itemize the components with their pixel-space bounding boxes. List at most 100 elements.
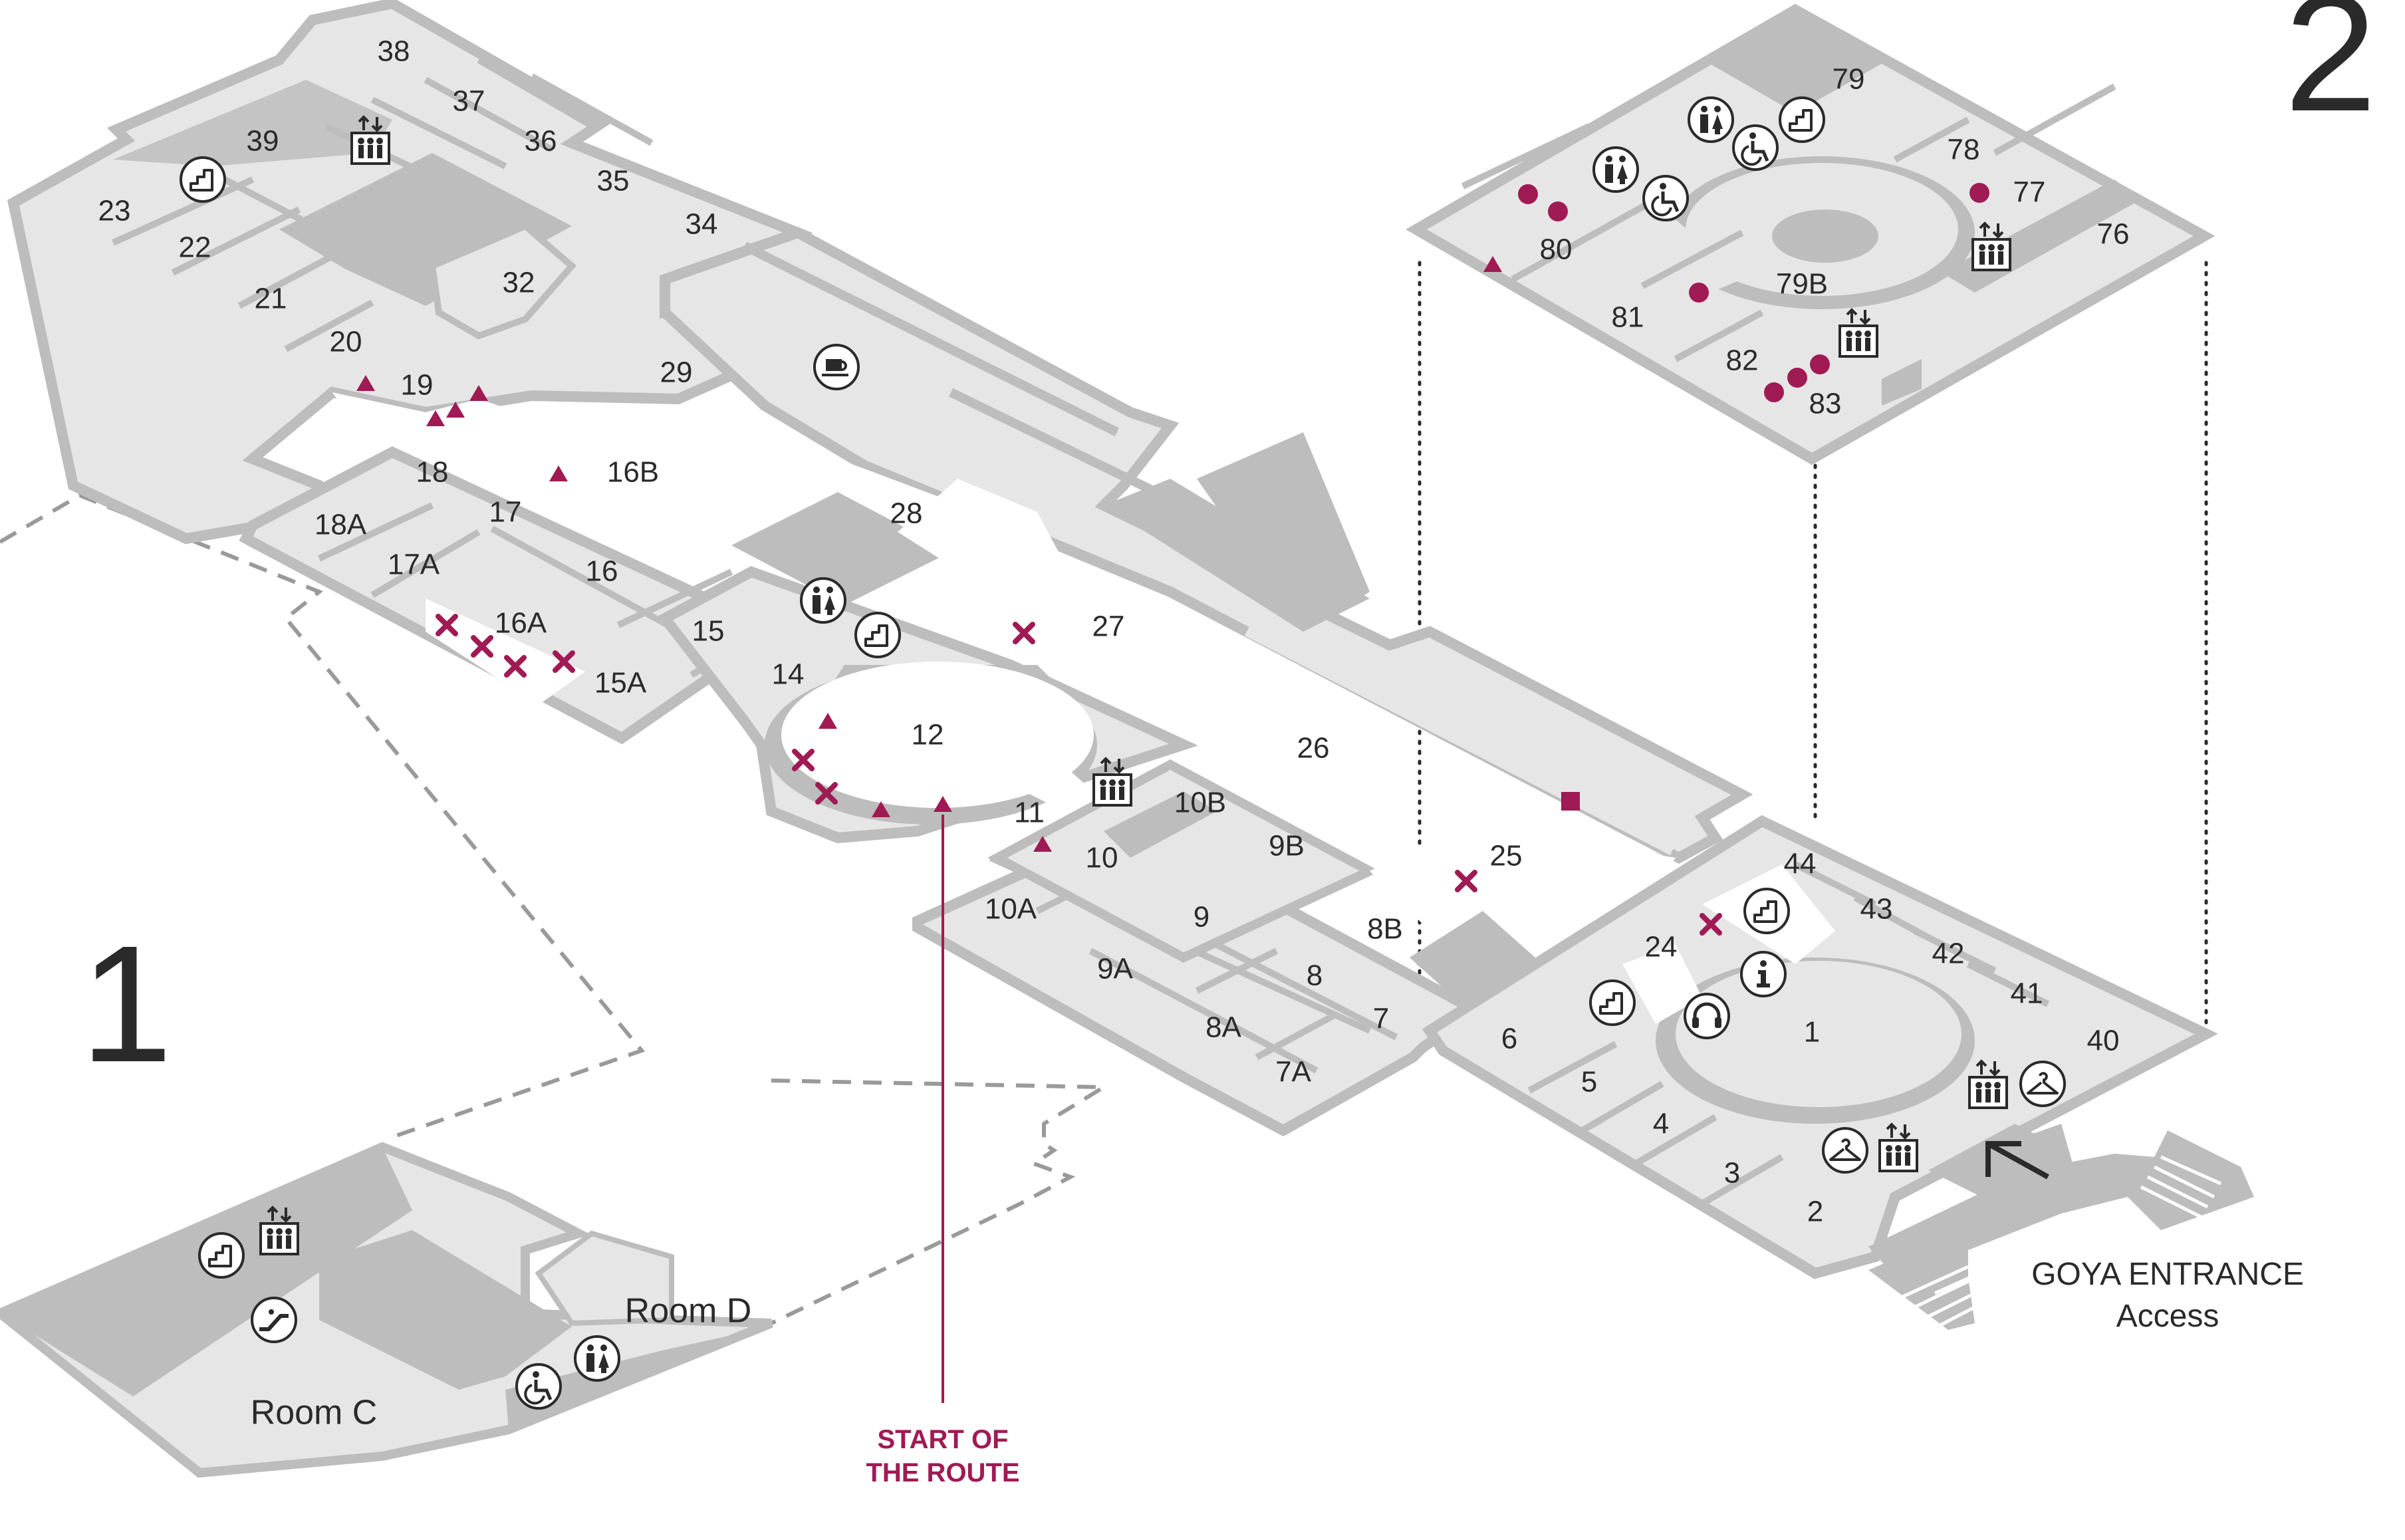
room-15A[interactable]: 15A [594, 667, 647, 700]
room-79[interactable]: 79 [1833, 63, 1865, 96]
room-78[interactable]: 78 [1948, 134, 1980, 166]
room-37[interactable]: 37 [453, 85, 485, 118]
room-9A[interactable]: 9A [1097, 953, 1133, 985]
wheelchair-icon[interactable] [1644, 176, 1688, 220]
room-2[interactable]: 2 [1807, 1196, 1823, 1228]
room-32[interactable]: 32 [503, 267, 535, 299]
circle-marker [1548, 201, 1568, 221]
room-35[interactable]: 35 [597, 165, 630, 197]
room-80[interactable]: 80 [1540, 233, 1573, 266]
wheelchair-icon[interactable] [517, 1364, 561, 1408]
room-16[interactable]: 16 [586, 555, 618, 588]
room-10A[interactable]: 10A [985, 893, 1037, 926]
circle-marker [1810, 354, 1830, 374]
room-c[interactable]: Room C [251, 1394, 378, 1432]
stairs-icon[interactable] [1779, 96, 1825, 143]
room-5[interactable]: 5 [1581, 1066, 1597, 1098]
restroom-icon[interactable] [1688, 96, 1734, 143]
room-3[interactable]: 3 [1724, 1157, 1740, 1190]
circle-marker [1518, 184, 1538, 204]
room-16B[interactable]: 16B [607, 456, 659, 489]
room-41[interactable]: 41 [2011, 977, 2043, 1010]
room-12[interactable]: 12 [912, 719, 944, 751]
room-81[interactable]: 81 [1612, 301, 1644, 334]
restroom-icon[interactable] [800, 577, 846, 624]
escalator-icon[interactable] [252, 1298, 296, 1342]
room-26[interactable]: 26 [1297, 732, 1330, 765]
room-28[interactable]: 28 [890, 497, 923, 530]
room-43[interactable]: 43 [1860, 893, 1893, 926]
entrance-stairs [1868, 1124, 2254, 1335]
info-icon[interactable] [1740, 951, 1787, 997]
room-82[interactable]: 82 [1726, 344, 1759, 377]
route-start-line2: THE ROUTE [866, 1458, 1019, 1487]
entrance-title[interactable]: GOYA ENTRANCE [2031, 1257, 2304, 1292]
square-marker [1561, 792, 1580, 811]
room-83[interactable]: 83 [1809, 388, 1842, 420]
room-20[interactable]: 20 [330, 326, 362, 358]
wheelchair-icon[interactable] [1733, 126, 1777, 170]
floor-plan-main-level [7, 0, 2254, 1403]
room-79B[interactable]: 79B [1776, 268, 1828, 301]
route-start-label: START OF THE ROUTE [866, 1425, 1019, 1487]
floor-number-2: 2 [2284, 0, 2376, 146]
circle-marker [1764, 382, 1784, 402]
floor-number-1: 1 [80, 911, 172, 1096]
entrance-label: GOYA ENTRANCE Access [2031, 1257, 2304, 1334]
room-8B[interactable]: 8B [1367, 913, 1403, 946]
circle-marker [1787, 368, 1807, 388]
cross-marker [1015, 624, 1033, 642]
room-21[interactable]: 21 [255, 283, 287, 315]
room-15[interactable]: 15 [692, 615, 725, 648]
stairs-icon[interactable] [1743, 888, 1790, 934]
room-19[interactable]: 19 [401, 369, 434, 402]
cafe-icon[interactable] [813, 344, 860, 390]
stairs-icon[interactable] [854, 612, 901, 658]
room-38[interactable]: 38 [378, 35, 410, 68]
room-7A[interactable]: 7A [1275, 1056, 1311, 1089]
cloakroom-icon[interactable] [2019, 1061, 2066, 1107]
room-40[interactable]: 40 [2087, 1025, 2120, 1057]
room-d[interactable]: Room D [625, 1292, 752, 1331]
room-34[interactable]: 34 [686, 208, 718, 241]
stairs-icon[interactable] [198, 1232, 245, 1279]
audioguide-icon[interactable] [1685, 994, 1729, 1038]
room-76[interactable]: 76 [2097, 218, 2130, 251]
room-9B[interactable]: 9B [1269, 830, 1305, 862]
room-4[interactable]: 4 [1653, 1108, 1669, 1140]
restroom-icon[interactable] [574, 1335, 620, 1382]
room-10B[interactable]: 10B [1174, 787, 1226, 819]
room-42[interactable]: 42 [1932, 938, 1965, 970]
room-7[interactable]: 7 [1373, 1003, 1389, 1035]
floor-plan-upper-level [1406, 3, 2215, 1046]
room-11[interactable]: 11 [1014, 797, 1045, 829]
route-start-line1: START OF [877, 1425, 1008, 1454]
room-18A[interactable]: 18A [315, 509, 367, 541]
room-1[interactable]: 1 [1804, 1016, 1820, 1049]
room-77[interactable]: 77 [2013, 176, 2046, 209]
restroom-icon[interactable] [1592, 146, 1639, 193]
room-22[interactable]: 22 [179, 231, 211, 264]
room-23[interactable]: 23 [98, 195, 131, 227]
room-9[interactable]: 9 [1194, 901, 1209, 934]
room-16A[interactable]: 16A [495, 607, 547, 640]
room-44[interactable]: 44 [1784, 848, 1817, 880]
room-8[interactable]: 8 [1307, 960, 1323, 992]
room-10[interactable]: 10 [1086, 842, 1118, 874]
room-6[interactable]: 6 [1501, 1023, 1517, 1055]
stairs-icon[interactable] [180, 156, 226, 203]
room-39[interactable]: 39 [247, 125, 279, 158]
room-24[interactable]: 24 [1645, 931, 1678, 963]
room-18[interactable]: 18 [416, 456, 449, 489]
stairs-icon[interactable] [1589, 979, 1636, 1026]
room-25[interactable]: 25 [1490, 840, 1523, 872]
room-14[interactable]: 14 [772, 658, 805, 691]
room-36[interactable]: 36 [525, 125, 557, 158]
room-labels: 38 37 39 36 35 34 23 22 21 20 32 19 29 1… [98, 35, 2130, 1432]
room-17A[interactable]: 17A [388, 549, 440, 581]
room-29[interactable]: 29 [660, 356, 693, 389]
room-17[interactable]: 17 [489, 496, 522, 529]
cloakroom-icon[interactable] [1822, 1127, 1868, 1174]
room-27[interactable]: 27 [1092, 610, 1125, 643]
room-8A[interactable]: 8A [1205, 1011, 1241, 1044]
